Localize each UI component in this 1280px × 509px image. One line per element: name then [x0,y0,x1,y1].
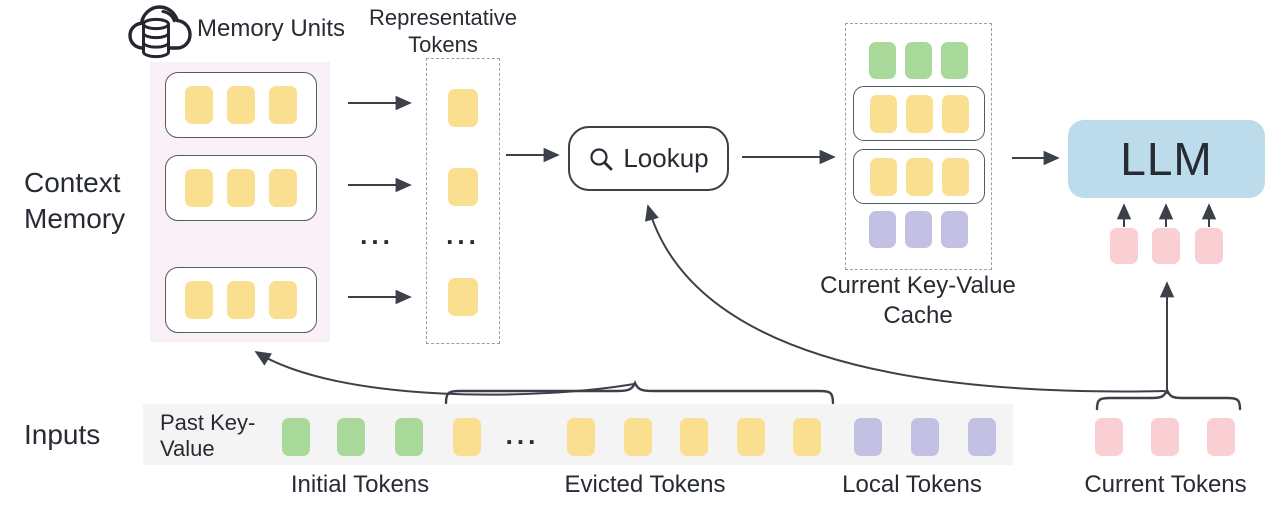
memory-unit [165,155,317,221]
memory-token [227,169,255,207]
local-token [941,211,968,248]
context-memory-label: Context Memory [24,167,126,234]
memory-token [941,157,969,196]
cache-local-tokens-row [846,211,991,248]
lookup-box: Lookup [568,126,729,191]
cache-initial-tokens-row [846,42,991,79]
mid-column-ellipsis: ... [360,220,394,250]
evicted-token [624,418,652,456]
local-token [968,418,996,456]
memory-token [227,86,255,124]
current-token [1207,418,1235,456]
llm-input-token [1152,228,1180,264]
evicted-token [793,418,821,456]
evicted-token [453,418,481,456]
representative-tokens-box: ... [426,58,500,344]
representative-token [448,89,478,127]
local-token [854,418,882,456]
initial-token [337,418,365,456]
initial-token [282,418,310,456]
representative-token [448,168,478,206]
evicted-tokens-label: Evicted Tokens [564,471,726,498]
cache-memory-unit [853,86,985,141]
memory-token [227,281,255,319]
llm-label: LLM [1120,133,1213,185]
evicted-token [680,418,708,456]
memory-token [905,157,933,196]
evicted-token [737,418,765,456]
current-token [1151,418,1179,456]
memory-token [869,94,897,133]
memory-unit [165,267,317,333]
memory-token [185,86,213,124]
local-tokens-label: Local Tokens [842,471,982,498]
memory-units-label: Memory Units [197,15,346,42]
llm-box: LLM [1068,120,1265,198]
local-token [905,211,932,248]
current-tokens-label: Current Tokens [1084,471,1247,498]
evicted-token [567,418,595,456]
initial-token [869,42,896,79]
representative-tokens-label: Representative Tokens [369,5,517,57]
memory-token [869,157,897,196]
lookup-label: Lookup [623,143,709,173]
memory-unit [165,72,317,138]
memory-token [269,169,297,207]
past-kv-label: Past Key-Value [160,410,256,461]
local-token [869,211,896,248]
initial-token [395,418,423,456]
evicted-tokens-brace [444,379,835,405]
memory-token [905,94,933,133]
initial-tokens-label: Initial Tokens [290,471,430,498]
representative-ellipsis: ... [446,220,480,250]
current-token [1095,418,1123,456]
initial-token [941,42,968,79]
current-tokens-brace [1095,386,1242,411]
current-kv-cache-label: Current Key-Value Cache [820,272,1016,329]
memory-token [185,169,213,207]
search-icon [590,147,613,170]
initial-token [905,42,932,79]
memory-token [269,86,297,124]
inputs-label: Inputs [24,419,101,450]
past-kv-strip: Past Key-Value ... [143,404,1013,465]
context-memory-panel: ... [150,62,330,342]
memory-token [941,94,969,133]
representative-token [448,278,478,316]
memory-token [269,281,297,319]
llm-input-token [1195,228,1223,264]
evicted-to-memory-arrow [254,351,635,396]
local-token [911,418,939,456]
cache-memory-unit [853,149,985,204]
current-kv-cache-box [845,23,992,270]
memory-token [185,281,213,319]
cloud-database-icon [128,5,192,59]
strip-ellipsis: ... [505,420,540,450]
llm-input-token [1110,228,1138,264]
